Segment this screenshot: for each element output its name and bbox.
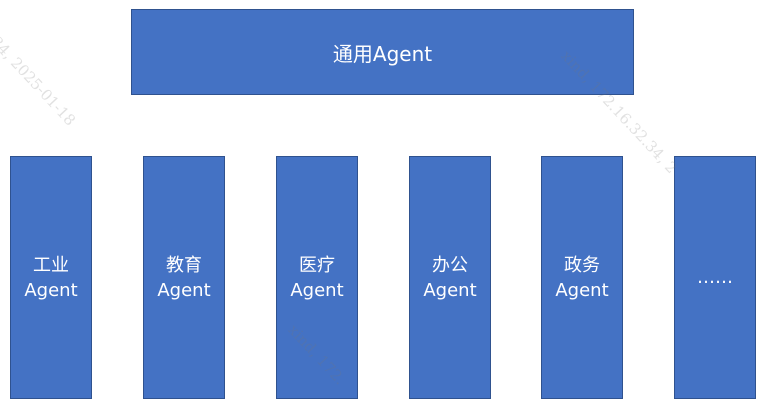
industrial-agent-label-line1: 工业 xyxy=(33,254,69,276)
medical-agent-label-line1: 医疗 xyxy=(299,254,335,276)
industrial-agent-box: 工业 Agent xyxy=(10,156,92,399)
more-agents-label: …… xyxy=(697,267,733,288)
education-agent-label-line1: 教育 xyxy=(166,254,202,276)
office-agent-label-line2: Agent xyxy=(423,279,477,301)
general-agent-box: 通用Agent xyxy=(131,9,634,95)
government-agent-label-line1: 政务 xyxy=(564,254,600,276)
more-agents-box: …… xyxy=(674,156,756,399)
watermark-left: 34, 2025-01-18 xyxy=(0,32,80,130)
industrial-agent-label-line2: Agent xyxy=(24,279,78,301)
education-agent-box: 教育 Agent xyxy=(143,156,225,399)
government-agent-label-line2: Agent xyxy=(555,279,609,301)
education-agent-label-line2: Agent xyxy=(157,279,211,301)
medical-agent-box: 医疗 Agent xyxy=(276,156,358,399)
medical-agent-label-line2: Agent xyxy=(290,279,344,301)
government-agent-box: 政务 Agent xyxy=(541,156,623,399)
office-agent-box: 办公 Agent xyxy=(409,156,491,399)
office-agent-label-line1: 办公 xyxy=(432,254,468,276)
general-agent-label: 通用Agent xyxy=(332,41,433,66)
